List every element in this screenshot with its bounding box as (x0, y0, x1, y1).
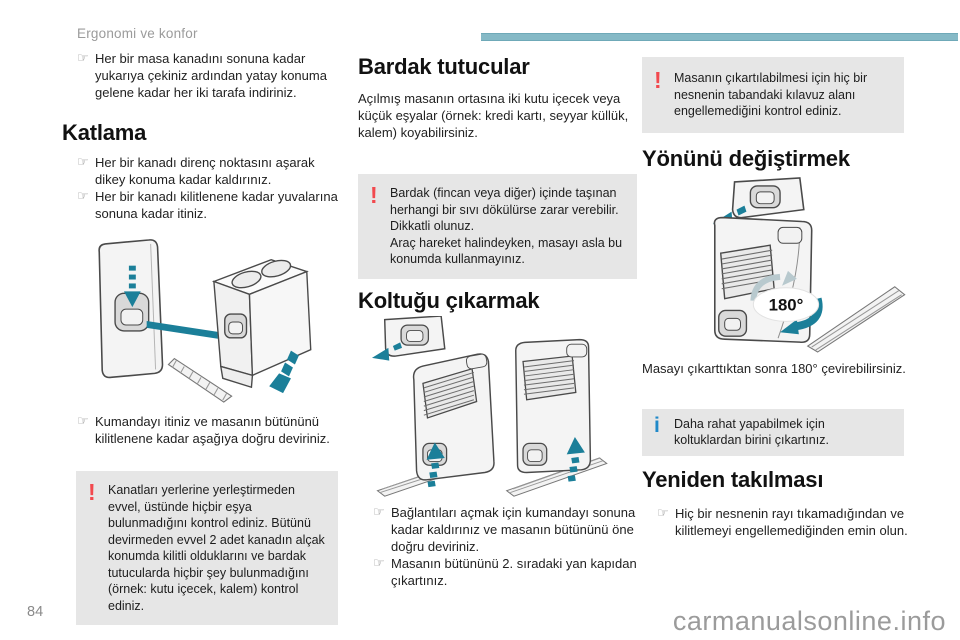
instruction-text: Kumandayı itiniz ve masanın bütününü kil… (95, 414, 330, 446)
instruction-text: Her bir masa kanadını sonuna kadar yukar… (95, 51, 327, 100)
list-item: ☞ Her bir kanadı kilitlenene kadar yuval… (62, 188, 338, 222)
page-number: 84 (27, 604, 44, 620)
header-accent-bar (481, 33, 958, 41)
warning-icon: ! (370, 182, 378, 208)
warning-text: Bardak (fincan veya diğer) içinde taşına… (390, 186, 623, 266)
hand-pointer-icon: ☞ (77, 51, 89, 66)
warning-icon: ! (654, 67, 662, 93)
paragraph: Açılmış masanın ortasına iki kutu içecek… (358, 91, 629, 140)
hand-pointer-icon: ☞ (77, 155, 89, 170)
list-item: ☞ Kumandayı itiniz ve masanın bütününü k… (62, 413, 338, 447)
hand-pointer-icon: ☞ (373, 504, 385, 520)
warning-icon: ! (88, 479, 96, 505)
section-title-yonunu-degistirmek: Yönünü değiştirmek (642, 145, 850, 171)
watermark: carmanualsonline.info (672, 606, 946, 636)
hand-pointer-icon: ☞ (77, 189, 89, 204)
info-box: i Daha rahat yapabilmek için koltuklarda… (642, 408, 904, 456)
hand-pointer-icon: ☞ (373, 555, 385, 571)
left-column: ☞ Her bir masa kanadını sonuna kadar yuk… (62, 50, 338, 625)
warning-box: ! Masanın çıkartılabilmesi için hiç bir … (642, 57, 904, 133)
section-title-bardak-tutucular: Bardak tutucular (358, 54, 530, 79)
middle-column: Bardak tutucular Açılmış masanın ortasın… (358, 50, 637, 589)
right-column: ! Masanın çıkartılabilmesi için hiç bir … (642, 50, 914, 539)
seat-removal-illustration (371, 315, 608, 497)
section-title-katlama: Katlama (62, 120, 147, 145)
instruction-text: Her bir kanadı direnç noktasını aşarak d… (95, 155, 315, 187)
instruction-text: Hiç bir nesnenin rayı tıkamadığından ve … (675, 505, 908, 538)
table-folding-illustration (98, 239, 312, 403)
info-text: Daha rahat yapabilmek için koltuklardan … (674, 416, 829, 448)
section-title-yeniden-takilmasi: Yeniden takılması (642, 466, 824, 492)
instruction-text: Her bir kanadı kilitlenene kadar yuvalar… (95, 189, 338, 221)
warning-box: ! Kanatları yerlerine yerleştirmeden evv… (76, 471, 338, 625)
warning-text: Masanın çıkartılabilmesi için hiç bir ne… (674, 71, 868, 118)
instruction-text: Bağlantıları açmak için kumandayı sonuna… (391, 504, 636, 554)
list-item: ☞ Bağlantıları açmak için kumandayı sonu… (358, 504, 637, 555)
warning-text: Kanatları yerlerine yerleştirmeden evvel… (108, 483, 325, 613)
instruction-text: Masanın bütününü 2. sıradaki yan kapıdan… (391, 555, 637, 588)
page-header-title: Ergonomi ve konfor (77, 26, 198, 41)
rotation-degree-label: 180° (769, 295, 804, 314)
list-item: ☞ Masanın bütününü 2. sıradaki yan kapıd… (358, 555, 637, 589)
rotation-caption: Masayı çıkarttıktan sonra 180° çevirebil… (642, 360, 906, 376)
warning-box: ! Bardak (fincan veya diğer) içinde taşı… (358, 174, 637, 279)
hand-pointer-icon: ☞ (77, 414, 89, 429)
rotation-illustration: 180° (712, 176, 906, 353)
info-icon: i (654, 413, 660, 437)
list-item: ☞ Her bir masa kanadını sonuna kadar yuk… (62, 50, 338, 101)
list-item: ☞ Her bir kanadı direnç noktasını aşarak… (62, 154, 338, 188)
list-item: ☞ Hiç bir nesnenin rayı tıkamadığından v… (642, 505, 914, 539)
section-title-koltugu-cikarmak: Koltuğu çıkarmak (358, 287, 540, 313)
hand-pointer-icon: ☞ (657, 505, 669, 521)
